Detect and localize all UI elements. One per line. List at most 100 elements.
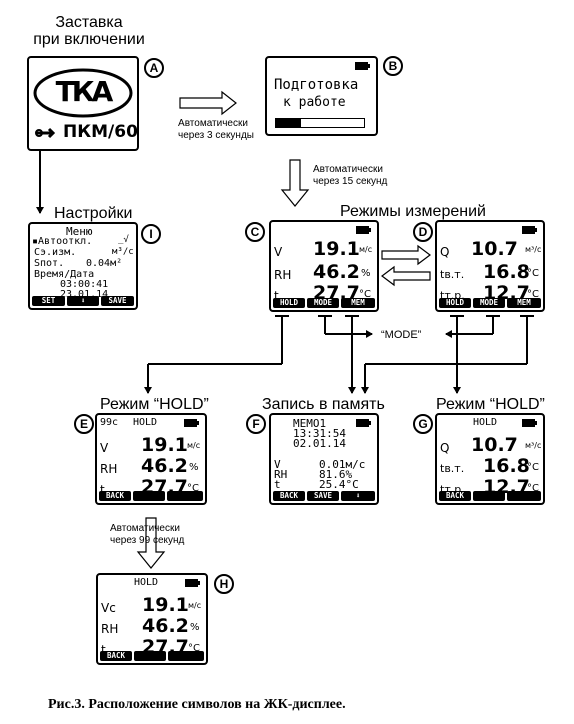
badge-i: I xyxy=(141,224,161,244)
settings-title: Настройки xyxy=(54,205,133,222)
row-value: 16.8 xyxy=(483,261,530,283)
row-value: 46.2 xyxy=(313,261,360,283)
softkey-mode[interactable]: MODE xyxy=(307,298,339,308)
badge-f: F xyxy=(246,414,266,434)
screen-f-memory: MEMO1 13:31:54 02.01.14 V 0.01м/с RH 81.… xyxy=(269,413,379,505)
softkey-down[interactable]: ⬇ xyxy=(67,296,99,306)
hollow-arrow-down xyxy=(280,159,310,207)
wrench-icon xyxy=(35,127,56,139)
connector-hold-right xyxy=(450,315,464,394)
memo-row-value: 0.01м/с xyxy=(319,458,366,471)
row-value: 16.8 xyxy=(483,455,530,477)
row-unit: °C xyxy=(188,643,200,654)
menu-row-datetime: Время/Дата xyxy=(34,269,95,280)
softkey-empty[interactable] xyxy=(167,491,203,501)
row-unit: °C xyxy=(527,268,539,279)
menu-row-area-value: 0.04м² xyxy=(86,258,123,269)
hold-label: HOLD xyxy=(134,577,159,588)
softkey-empty[interactable] xyxy=(133,491,165,501)
splash-title-line2: при включении xyxy=(33,31,145,48)
hold-label: HOLD xyxy=(133,417,158,428)
menu-row-time: 03:00:41 xyxy=(60,279,109,290)
row-label: tв.т. xyxy=(440,268,465,281)
row-label: RH xyxy=(100,462,118,476)
softkey-empty[interactable] xyxy=(473,491,505,501)
softkey-set[interactable]: SET xyxy=(32,296,65,306)
row-value: 46.2 xyxy=(142,615,189,637)
softkey-back[interactable]: BACK xyxy=(100,651,132,661)
badge-g: G xyxy=(413,414,433,434)
battery-icon xyxy=(522,226,537,234)
tka-logo xyxy=(33,68,133,118)
menu-row-autooff: ▪Автооткл. xyxy=(32,236,93,247)
row-unit: °C xyxy=(187,483,199,494)
softkey-back[interactable]: BACK xyxy=(439,491,471,501)
auto-99s-line1: Автоматически xyxy=(110,523,180,534)
softkey-save[interactable]: SAVE xyxy=(101,296,134,306)
screen-g-hold: HOLD Q 10.7 м³/с tв.т. 16.8 °C tт.р. 12.… xyxy=(435,413,545,505)
badge-b: B xyxy=(383,56,403,76)
row-unit: м³/с xyxy=(525,245,542,254)
hollow-arrow-right xyxy=(179,90,237,116)
memo-row-label: V xyxy=(274,458,281,471)
auto-15s-line1: Автоматически xyxy=(313,164,383,175)
softkey-hold[interactable]: HOLD xyxy=(273,298,305,308)
row-value: 19.1 xyxy=(141,434,188,456)
row-value: 10.7 xyxy=(471,238,518,260)
row-value: 27.7 xyxy=(313,282,360,304)
row-value: 10.7 xyxy=(471,434,518,456)
softkey-mem[interactable]: MEM xyxy=(507,298,541,308)
model-text: ПКМ/60 xyxy=(63,122,138,142)
softkey-mem[interactable]: MEM xyxy=(341,298,375,308)
softkey-empty[interactable] xyxy=(168,651,204,661)
connector-mode xyxy=(318,315,500,338)
softkey-hold[interactable]: HOLD xyxy=(439,298,471,308)
auto-3s-line1: Автоматически xyxy=(178,118,248,129)
auto-3s-note: Автоматически через 3 секунды xyxy=(178,118,254,142)
softkey-empty[interactable] xyxy=(134,651,166,661)
memo-row-label: t xyxy=(274,478,281,491)
row-unit: °C xyxy=(527,483,539,494)
row-label: tв.т. xyxy=(440,462,465,475)
softkey-empty[interactable] xyxy=(507,491,541,501)
hold-right-title: Режим “HOLD” xyxy=(436,396,545,413)
row-unit: °C xyxy=(527,289,539,300)
menu-row-area: Sпот. xyxy=(34,258,65,269)
row-value: 12.7 xyxy=(483,282,530,304)
row-label: RH xyxy=(101,622,119,636)
progress-bar xyxy=(275,118,365,128)
modes-title: Режимы измерений xyxy=(340,203,486,220)
screen-i-settings: Меню ▪Автооткл. _√ Сэ.изм. м³/с Sпот. 0.… xyxy=(28,222,138,310)
hollow-arrow-left-dc xyxy=(381,265,431,287)
row-label: t xyxy=(100,483,105,497)
preparing-line1: Подготовка xyxy=(274,77,359,93)
screen-d-measure: Q 10.7 м³/с tв.т. 16.8 °C tт.р. 12.7 °C … xyxy=(435,220,545,312)
softkey-back[interactable]: BACK xyxy=(273,491,305,501)
softkey-back[interactable]: BACK xyxy=(99,491,131,501)
memo-date: 02.01.14 xyxy=(293,437,346,450)
splash-title: Заставка при включении xyxy=(24,14,154,48)
auto-99s-line2: через 99 секунд xyxy=(110,535,185,546)
auto-3s-line2: через 3 секунды xyxy=(178,130,254,141)
mode-note: “MODE” xyxy=(381,329,422,341)
preparing-line2: к работе xyxy=(283,95,346,110)
row-label: RH xyxy=(274,268,292,282)
memo-row-value: 25.4°C xyxy=(319,478,359,491)
battery-icon xyxy=(355,62,370,70)
softkey-save[interactable]: SAVE xyxy=(307,491,339,501)
screen-b-preparing: Подготовка к работе xyxy=(265,56,378,136)
menu-row-unit-value: м³/с xyxy=(112,247,134,257)
memo-time: 13:31:54 xyxy=(293,427,346,440)
screen-c-measure: V 19.1 м/с RH 46.2 % t 27.7 °C HOLD MODE… xyxy=(269,220,379,312)
row-unit: м/с xyxy=(359,245,373,254)
badge-h: H xyxy=(214,574,234,594)
softkey-down[interactable]: ⬇ xyxy=(341,491,375,501)
row-label: t xyxy=(101,643,106,657)
hold-label: HOLD xyxy=(473,417,498,428)
splash-title-line1: Заставка xyxy=(55,14,123,31)
hold-timer: 99с xyxy=(100,417,119,428)
battery-icon xyxy=(185,579,200,587)
auto-99s-note: Автоматически через 99 секунд xyxy=(110,523,184,547)
softkey-mode[interactable]: MODE xyxy=(473,298,505,308)
memo-row-label: RH xyxy=(274,468,288,481)
